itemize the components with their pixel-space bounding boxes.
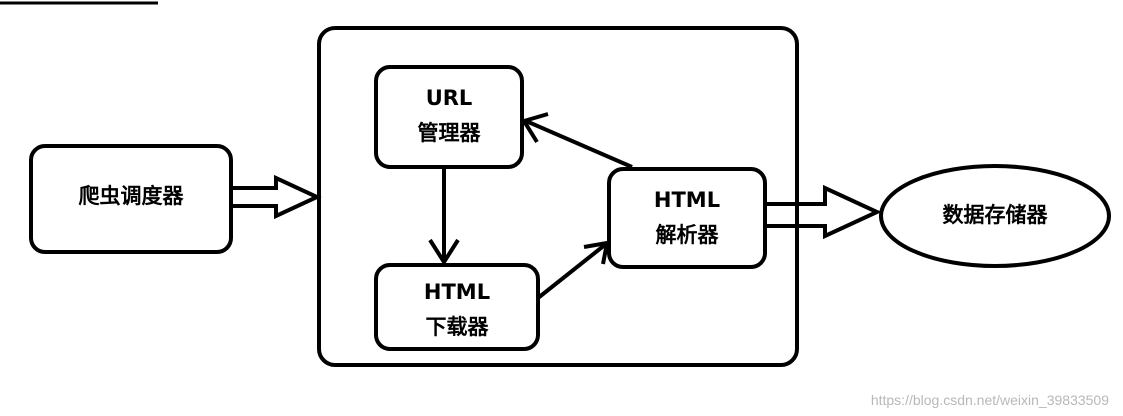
url-manager-box bbox=[374, 65, 524, 169]
url-manager-line1: URL bbox=[425, 86, 473, 110]
parser-box bbox=[607, 167, 767, 269]
parser-to-storage-arrow bbox=[765, 184, 882, 240]
url-manager-line2: 管理器 bbox=[417, 121, 481, 145]
downloader-box bbox=[374, 263, 540, 351]
downloader-line2: 下载器 bbox=[425, 315, 489, 339]
parser-label: HTML 解析器 bbox=[609, 190, 765, 246]
storage-ellipse bbox=[879, 164, 1111, 268]
parser-line1: HTML bbox=[653, 188, 721, 212]
scheduler-to-container-arrow bbox=[231, 174, 322, 220]
storage-text: 数据存储器 bbox=[942, 203, 1048, 227]
downloader-label: HTML 下载器 bbox=[376, 282, 538, 338]
url-to-downloader-arrow bbox=[428, 167, 460, 266]
scheduler-text: 爬虫调度器 bbox=[78, 184, 184, 208]
scheduler-box bbox=[29, 144, 233, 254]
storage-label: 数据存储器 bbox=[881, 205, 1109, 226]
scheduler-label: 爬虫调度器 bbox=[31, 186, 231, 207]
parser-line2: 解析器 bbox=[655, 223, 719, 247]
downloader-to-parser-arrow bbox=[536, 240, 610, 300]
parser-to-url-arrow bbox=[520, 112, 633, 169]
watermark-text: https://blog.csdn.net/weixin_39833509 bbox=[870, 392, 1109, 408]
downloader-line1: HTML bbox=[423, 280, 491, 304]
url-manager-label: URL 管理器 bbox=[376, 88, 522, 144]
